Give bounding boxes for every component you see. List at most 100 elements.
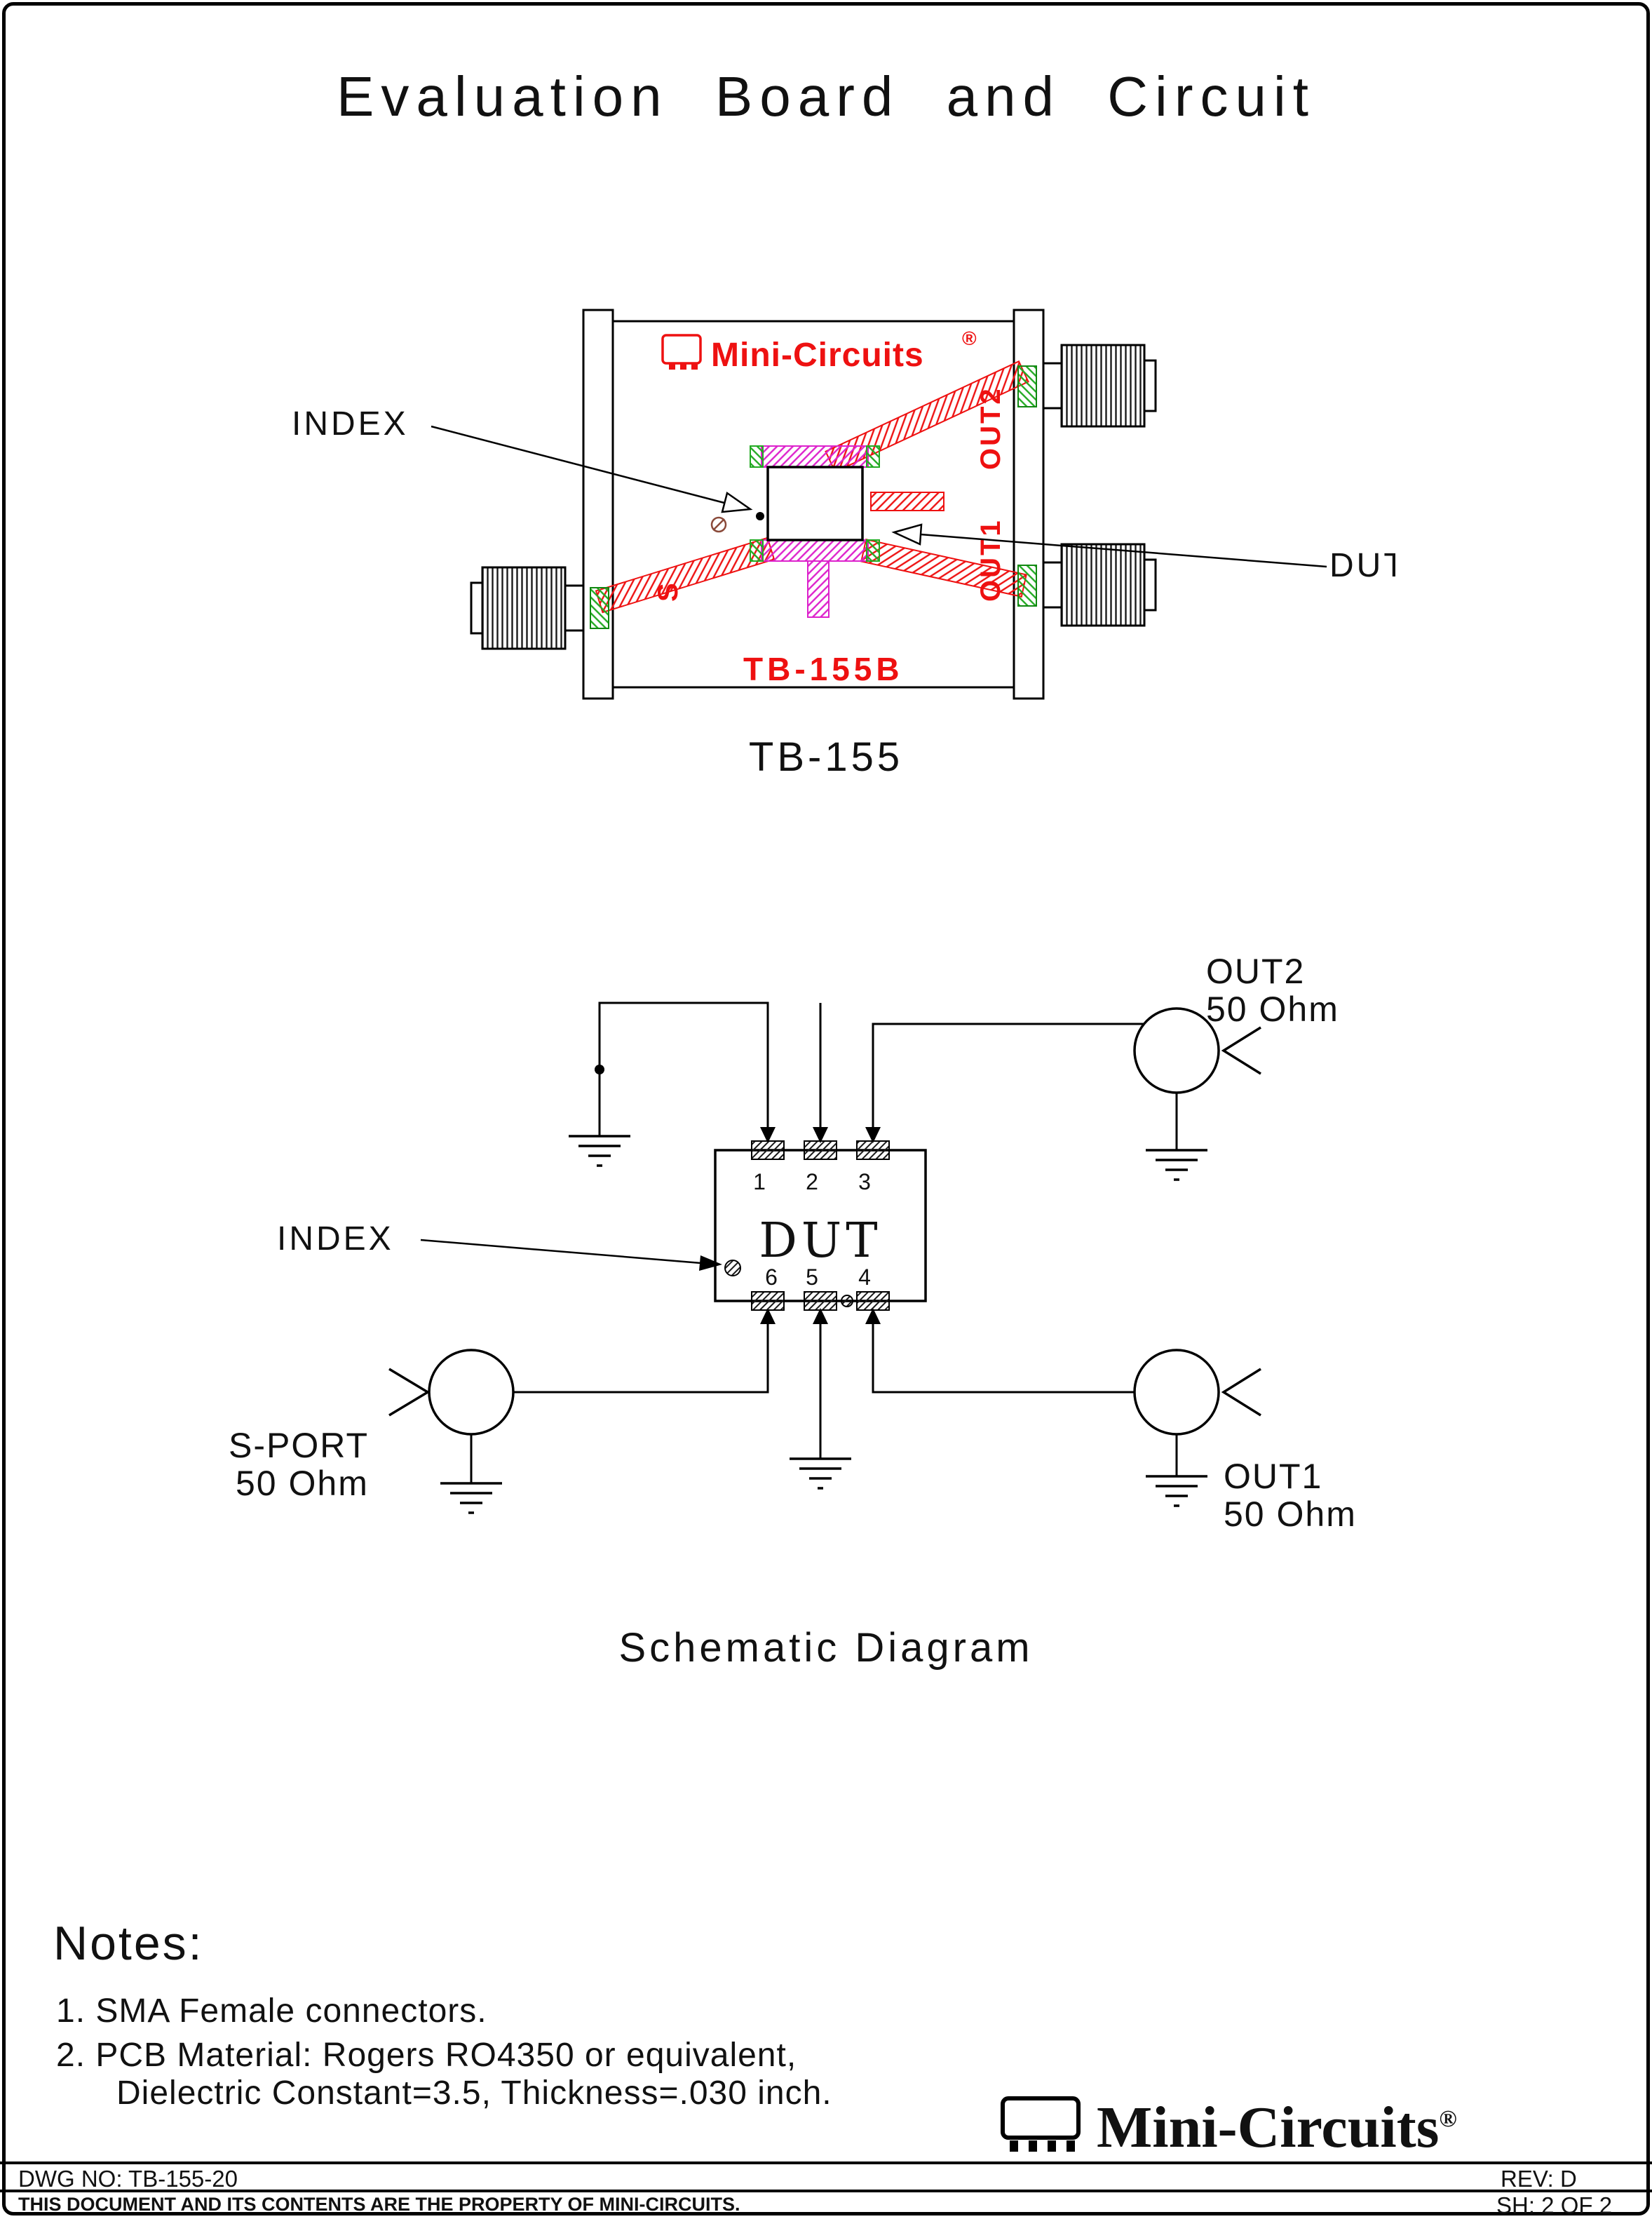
silkscreen-s: S xyxy=(653,583,684,602)
index-dot xyxy=(756,512,764,520)
pin-number-3: 3 xyxy=(858,1169,871,1194)
out2-connector xyxy=(1133,1007,1220,1094)
silkscreen-out2: OUT2 xyxy=(975,386,1006,470)
dut-callout-label: DUT xyxy=(1329,547,1395,584)
pin-number-6: 6 xyxy=(765,1264,778,1290)
schematic-caption: Schematic Diagram xyxy=(618,1625,1034,1671)
dut-pads xyxy=(751,1140,890,1311)
note-item-2-line1: 2. PCB Material: Rogers RO4350 or equiva… xyxy=(56,2037,797,2074)
sma-out2-neck xyxy=(1042,362,1063,410)
sma-s-neck xyxy=(564,584,585,632)
drawing-number: DWG NO: TB-155-20 xyxy=(18,2166,238,2192)
screw-icon xyxy=(710,516,727,533)
index-marker xyxy=(724,1260,741,1276)
junction-dot xyxy=(595,1065,604,1074)
wire-pin6-sport xyxy=(513,1323,769,1394)
pin-number-1: 1 xyxy=(753,1169,766,1194)
edge-pad-out1 xyxy=(1017,565,1037,607)
s-port-name: S-PORT xyxy=(229,1426,369,1465)
pin-arrows xyxy=(760,1127,881,1324)
sma-out1-neck xyxy=(1042,561,1063,609)
out1-arrow xyxy=(1221,1368,1261,1417)
silkscreen-text: Mini-Circuits ® OUT2 OUT1 S TB-155B xyxy=(653,328,1006,687)
page-title: Evaluation Board and Circuit xyxy=(337,65,1315,128)
note-item-2-line2: Dielectric Constant=3.5, Thickness=.030 … xyxy=(116,2075,832,2112)
wires xyxy=(470,1001,1178,1483)
ground-symbols xyxy=(440,1135,1207,1514)
sma-out1-threads xyxy=(1060,543,1146,627)
sma-out2-end xyxy=(1143,359,1157,412)
ground-top-left xyxy=(569,1135,630,1167)
board-caption: TB-155 xyxy=(748,734,904,780)
trace-stub xyxy=(870,492,945,511)
edge-pad-out2 xyxy=(1017,365,1037,407)
solder-pads xyxy=(590,365,1037,629)
stub-pad xyxy=(807,560,830,618)
sheet-number: SH: 2 OF 2 xyxy=(1496,2192,1613,2218)
board-logo-text: Mini-Circuits xyxy=(711,337,924,374)
left-flange xyxy=(582,309,614,700)
dut-pad-row-bottom xyxy=(761,539,869,562)
dut-pad-row-top xyxy=(761,445,869,468)
brand-wordmark: Mini-Circuits® xyxy=(1097,2095,1457,2160)
port-symbols xyxy=(388,1007,1261,1436)
ground-pin5 xyxy=(790,1457,851,1490)
index-arrowhead xyxy=(721,491,753,513)
dut-body xyxy=(766,466,864,541)
schematic-index-callout: INDEX xyxy=(277,1220,722,1271)
index-callout-label: INDEX xyxy=(292,405,409,443)
out2-impedance: 50 Ohm xyxy=(1206,990,1339,1029)
bottom-edge-marker xyxy=(841,1295,853,1307)
ground-out2 xyxy=(1146,1149,1207,1181)
wire-pin1-ground xyxy=(598,1001,769,1136)
out2-arrow xyxy=(1221,1026,1261,1075)
footer-top-rule xyxy=(0,2161,1652,2164)
dut-symbol-label: DUT xyxy=(759,1213,881,1269)
ground-out1 xyxy=(1146,1475,1207,1507)
note-item-1: 1. SMA Female connectors. xyxy=(56,1992,487,2030)
wire-pin3-out2 xyxy=(872,1023,1144,1128)
schematic-labels: OUT2 50 Ohm S-PORT 50 Ohm OUT1 50 Ohm xyxy=(229,952,1357,1534)
sma-s-threads xyxy=(481,566,567,650)
registered-mark: ® xyxy=(1439,2106,1457,2132)
mini-circuits-logo-icon xyxy=(1001,2096,1081,2152)
sma-out1-end xyxy=(1143,558,1157,612)
silkscreen-board-name: TB-155B xyxy=(743,651,904,687)
schematic-index-leader xyxy=(420,1239,702,1264)
schematic-index-label: INDEX xyxy=(277,1220,394,1257)
out2-port-name: OUT2 xyxy=(1206,952,1305,991)
index-leader-line xyxy=(431,425,725,504)
out1-impedance: 50 Ohm xyxy=(1224,1495,1357,1534)
s-port-impedance: 50 Ohm xyxy=(236,1464,369,1503)
notes-heading: Notes: xyxy=(53,1917,204,1970)
property-note: THIS DOCUMENT AND ITS CONTENTS ARE THE P… xyxy=(18,2194,740,2215)
pin-numbers: 1 2 3 6 5 4 xyxy=(753,1169,871,1290)
out1-connector xyxy=(1133,1349,1220,1436)
board-logo-reg: ® xyxy=(962,328,977,349)
mini-circuits-logo: Mini-Circuits® xyxy=(998,2090,1457,2157)
evaluation-board-figure: Mini-Circuits ® OUT2 OUT1 S TB-155B INDE… xyxy=(292,309,1395,700)
dut-leader-line xyxy=(920,533,1327,568)
silkscreen-out1: OUT1 xyxy=(975,518,1006,602)
pin-number-4: 4 xyxy=(858,1264,871,1290)
schematic-index-arrowhead xyxy=(699,1255,722,1271)
ground-sport xyxy=(440,1482,502,1514)
board-logo: Mini-Circuits ® xyxy=(661,328,977,374)
out1-port-name: OUT1 xyxy=(1224,1457,1322,1496)
sma-out2-threads xyxy=(1060,344,1146,428)
dut-footprint xyxy=(710,466,864,541)
s-port-connector xyxy=(428,1349,515,1436)
dut-arrowhead xyxy=(891,523,923,546)
revision: REV: D xyxy=(1501,2166,1577,2192)
pin-number-2: 2 xyxy=(806,1169,818,1194)
sma-s-end xyxy=(470,581,484,635)
schematic-figure: DUT 1 2 3 6 5 4 OUT2 50 Ohm S-PORT 50 Oh… xyxy=(229,952,1357,1534)
sma-connectors xyxy=(470,344,1157,650)
s-port-arrow xyxy=(388,1368,431,1417)
pin-number-5: 5 xyxy=(806,1264,818,1290)
dut-box xyxy=(714,1149,927,1302)
edge-pad-s xyxy=(590,587,609,629)
dut-symbol: DUT 1 2 3 6 5 4 xyxy=(714,1140,927,1311)
footer-mid-rule xyxy=(0,2190,1652,2192)
wire-pin4-out1 xyxy=(872,1323,1135,1394)
